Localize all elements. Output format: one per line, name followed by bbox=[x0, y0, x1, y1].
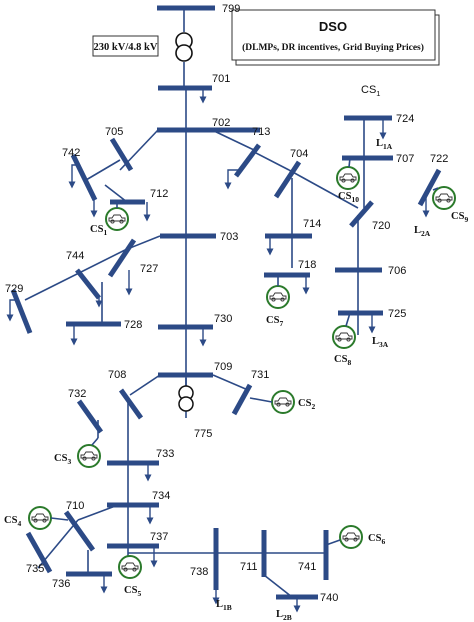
cs7-station[interactable] bbox=[266, 285, 290, 309]
bus-713[interactable] bbox=[233, 143, 262, 178]
label-736: 736 bbox=[52, 578, 70, 590]
label-725: 725 bbox=[388, 308, 406, 320]
label-cs1: CS1 bbox=[90, 224, 107, 237]
label-702: 702 bbox=[212, 117, 230, 129]
bus-710[interactable] bbox=[63, 510, 96, 552]
bus-705[interactable] bbox=[109, 137, 134, 172]
label-718: 718 bbox=[298, 259, 316, 271]
cs1-station[interactable] bbox=[105, 207, 129, 231]
bus-744[interactable] bbox=[75, 268, 101, 300]
load-arrow-icon bbox=[6, 299, 15, 322]
bus-732[interactable] bbox=[76, 399, 104, 434]
cs8-station[interactable] bbox=[332, 325, 356, 349]
cs10-station[interactable] bbox=[336, 166, 360, 190]
label-731: 731 bbox=[251, 369, 269, 381]
charging-stations bbox=[28, 157, 456, 579]
label-724: 724 bbox=[396, 113, 414, 125]
cs5-station[interactable] bbox=[118, 555, 142, 579]
bus-720[interactable] bbox=[349, 200, 374, 228]
bus-labels: 799 701 702 705 742 712 713 704 714 718 … bbox=[5, 3, 448, 604]
dso-panel: DSO (DLMPs, DR incentives, Grid Buying P… bbox=[231, 9, 440, 66]
label-728: 728 bbox=[124, 319, 142, 331]
label-713: 713 bbox=[252, 126, 270, 138]
bus-727[interactable] bbox=[107, 238, 137, 278]
label-742: 742 bbox=[62, 147, 80, 159]
svg-text:230 kV/4.8 kV: 230 kV/4.8 kV bbox=[94, 42, 158, 53]
label-cs7: CS7 bbox=[266, 315, 283, 328]
label-703: 703 bbox=[220, 231, 238, 243]
load-l1b: L1B bbox=[216, 599, 232, 612]
label-722: 722 bbox=[430, 153, 448, 165]
label-cs3: CS3 bbox=[54, 453, 71, 466]
load-l3a: L3A bbox=[372, 336, 389, 349]
label-732: 732 bbox=[68, 388, 86, 400]
cs6-station[interactable] bbox=[339, 525, 363, 549]
cs3-station[interactable] bbox=[77, 444, 101, 468]
label-741: 741 bbox=[298, 561, 316, 573]
label-720: 720 bbox=[372, 220, 390, 232]
bus-708[interactable] bbox=[118, 388, 144, 420]
label-729: 729 bbox=[5, 283, 23, 295]
label-cs4: CS4 bbox=[4, 515, 21, 528]
label-775: 775 bbox=[194, 428, 212, 440]
bus-731[interactable] bbox=[231, 383, 253, 416]
cs9-station[interactable] bbox=[432, 186, 456, 210]
load-arrow-icon bbox=[68, 164, 78, 189]
label-706: 706 bbox=[388, 265, 406, 277]
bus-735[interactable] bbox=[25, 531, 53, 574]
transformer-icon bbox=[178, 385, 194, 412]
bus-729[interactable] bbox=[10, 289, 33, 334]
label-710: 710 bbox=[66, 500, 84, 512]
label-744: 744 bbox=[66, 250, 84, 262]
load-labels: L1A L2A L3A L1B L2B bbox=[216, 138, 431, 622]
label-727: 727 bbox=[140, 263, 158, 275]
label-712: 712 bbox=[150, 188, 168, 200]
label-701: 701 bbox=[212, 73, 230, 85]
cs2-station[interactable] bbox=[271, 390, 295, 414]
load-l2b: L2B bbox=[276, 609, 292, 622]
dso-title: DSO bbox=[319, 19, 347, 34]
label-707: 707 bbox=[396, 153, 414, 165]
bus-742[interactable] bbox=[70, 153, 98, 202]
load-l2a: L2A bbox=[414, 225, 431, 238]
label-740: 740 bbox=[320, 592, 338, 604]
label-714: 714 bbox=[303, 218, 321, 230]
label-738: 738 bbox=[190, 566, 208, 578]
label-cs5: CS5 bbox=[124, 585, 141, 598]
cs4-station[interactable] bbox=[28, 506, 52, 530]
load-l1a: L1A bbox=[376, 138, 393, 151]
label-709: 709 bbox=[214, 361, 232, 373]
label-705: 705 bbox=[105, 126, 123, 138]
label-708: 708 bbox=[108, 369, 126, 381]
label-733: 733 bbox=[156, 448, 174, 460]
cs-header: CS1 bbox=[361, 84, 380, 98]
label-737: 737 bbox=[150, 531, 168, 543]
station-labels: CS1 CS1 CS2 CS3 CS4 CS5 CS6 CS7 CS8 CS9 … bbox=[4, 84, 468, 598]
dso-subtitle: (DLMPs, DR incentives, Grid Buying Price… bbox=[242, 42, 424, 53]
bus-722[interactable] bbox=[417, 168, 442, 207]
transformer-icon bbox=[175, 32, 193, 62]
transformer-rating: 230 kV/4.8 kV bbox=[92, 35, 159, 57]
label-cs9: CS9 bbox=[451, 211, 468, 224]
load-arrows bbox=[6, 88, 430, 613]
label-711: 711 bbox=[240, 561, 258, 573]
bus-704[interactable] bbox=[273, 160, 302, 199]
buses bbox=[10, 5, 442, 600]
label-735: 735 bbox=[26, 563, 44, 575]
label-799: 799 bbox=[222, 3, 240, 15]
label-730: 730 bbox=[214, 313, 232, 325]
label-734: 734 bbox=[152, 490, 170, 502]
load-arrow-icon bbox=[224, 169, 241, 190]
label-cs8: CS8 bbox=[334, 354, 351, 367]
label-704: 704 bbox=[290, 148, 308, 160]
label-cs6: CS6 bbox=[368, 533, 385, 546]
label-cs2: CS2 bbox=[298, 398, 315, 411]
label-cs10: CS10 bbox=[338, 191, 359, 204]
feeder-lines bbox=[24, 10, 365, 598]
